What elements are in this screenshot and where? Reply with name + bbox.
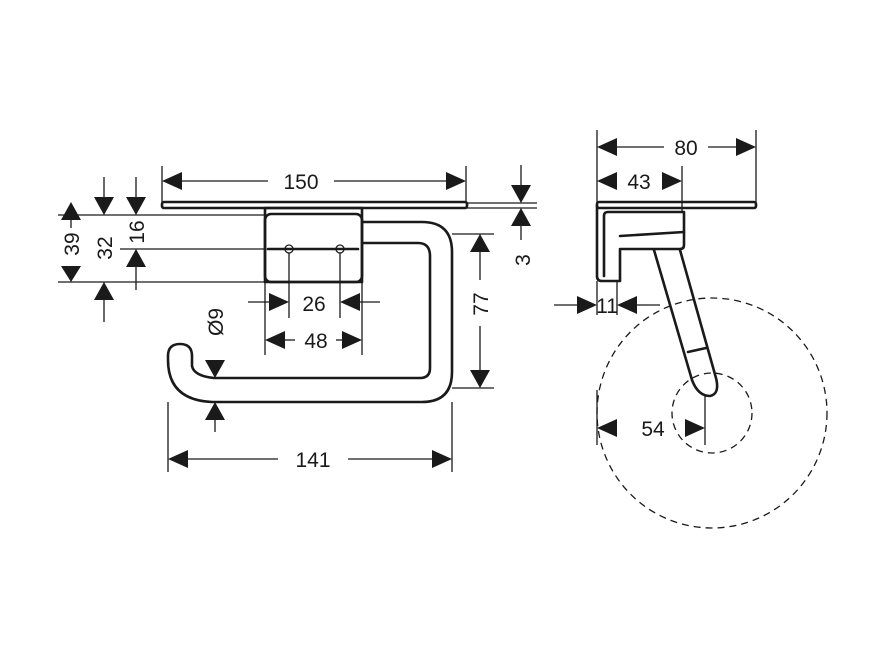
dimension-3: 3 xyxy=(511,165,535,266)
dim-26-label: 26 xyxy=(302,293,325,316)
dim-43-label: 43 xyxy=(627,171,650,194)
side-arm xyxy=(652,248,719,398)
dim-32-label: 32 xyxy=(94,236,117,259)
dim-diameter-9-label: Ø9 xyxy=(205,308,228,336)
side-arm-joint xyxy=(686,346,708,354)
dim-39-label: 39 xyxy=(61,232,84,255)
dim-48-label: 48 xyxy=(304,330,327,353)
dimension-54: 54 xyxy=(597,418,705,441)
dimension-80: 80 xyxy=(597,137,756,160)
dimension-diameter-9: Ø9 xyxy=(205,308,228,432)
dim-16-label: 16 xyxy=(126,220,149,243)
side-bracket xyxy=(595,204,686,283)
dimension-48: 48 xyxy=(265,330,362,353)
side-bracket-detail xyxy=(618,230,686,238)
dim-150-label: 150 xyxy=(283,171,318,194)
mount-block-outer xyxy=(263,206,364,284)
dim-3-label: 3 xyxy=(512,254,535,266)
dimension-39: 39 xyxy=(61,202,84,282)
dimension-43: 43 xyxy=(597,171,682,194)
dimension-141: 141 xyxy=(168,449,452,472)
dimension-16: 16 xyxy=(126,177,149,290)
dimension-150: 150 xyxy=(162,171,466,194)
dim-54-label: 54 xyxy=(641,418,665,441)
dimension-32: 32 xyxy=(94,177,117,322)
holder-arm-outer xyxy=(166,220,454,404)
dim-11-label: 11 xyxy=(596,295,618,318)
dim-80-label: 80 xyxy=(674,137,697,160)
dim-77-label: 77 xyxy=(470,292,493,315)
side-shelf xyxy=(595,200,758,210)
front-view: 150 39 32 16 xyxy=(58,165,537,472)
dim-141-label: 141 xyxy=(295,449,330,472)
mount-block-inner xyxy=(263,212,364,284)
roll-core-outline xyxy=(671,372,753,454)
dimension-26: 26 xyxy=(248,293,380,316)
side-view: 80 43 11 54 xyxy=(554,130,828,529)
dimension-77: 77 xyxy=(470,234,493,388)
paper-roll-outline xyxy=(596,297,828,529)
dimension-11: 11 xyxy=(554,295,660,318)
